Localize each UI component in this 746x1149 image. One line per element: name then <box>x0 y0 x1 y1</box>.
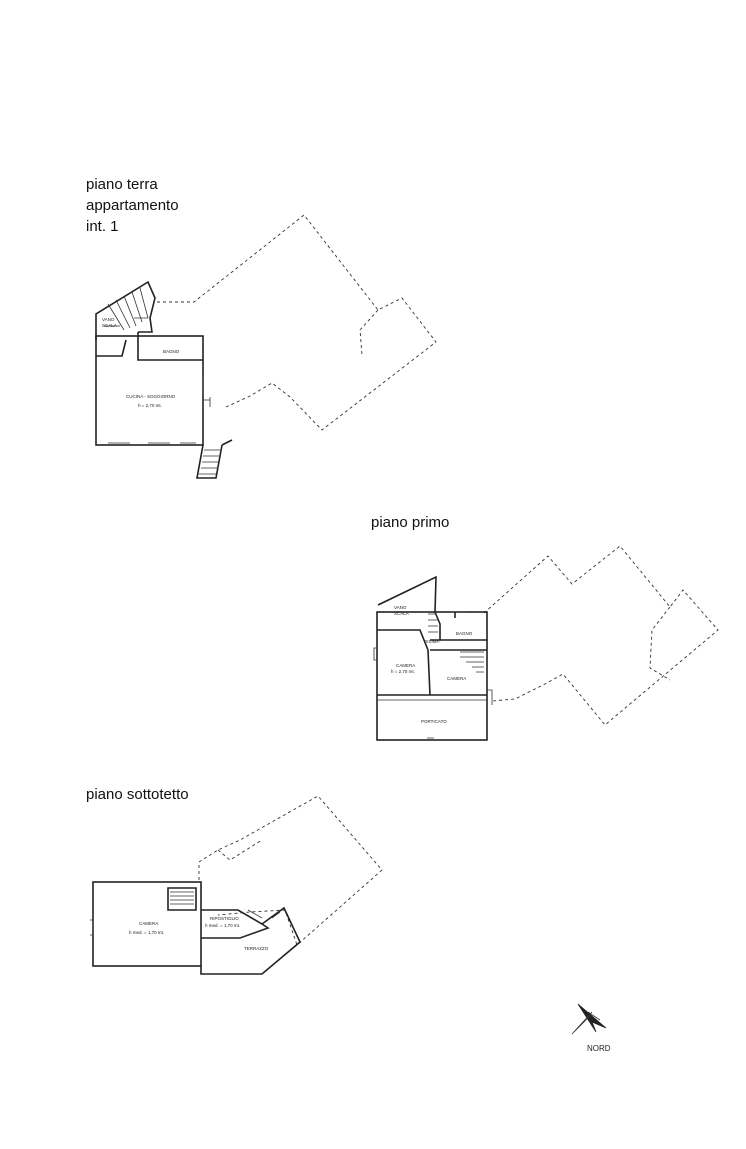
first-bedroom1-label: CAMERA <box>396 663 415 668</box>
first-internal-stair <box>460 651 484 673</box>
attic-closet-height: h med. = 1,70 mt. <box>205 923 240 928</box>
attic-closet-terrace <box>200 906 301 975</box>
ground-floor-title-line: int. 1 <box>86 218 119 235</box>
first-internal-walls <box>377 612 487 696</box>
ground-stair-tower <box>95 280 156 340</box>
attic-details <box>90 909 281 939</box>
first-disimp-label: DISIMP. <box>424 639 440 644</box>
attic-stair-steps <box>170 891 194 905</box>
first-porch-details <box>373 647 493 739</box>
ground-floor-title-line: piano terra <box>86 176 158 193</box>
first-bedroom1-height: h = 2,70 mt. <box>391 669 415 674</box>
ground-stair-label: VANO <box>102 317 115 322</box>
ground-bath-label: BAGNO <box>163 349 180 354</box>
ground-bath-wall <box>96 332 203 361</box>
first-floor-plan: VANO SCALA BAGNO DISIMP. CAMERA h = 2,70… <box>373 545 719 741</box>
attic-floor-plan: CAMERA h med. = 1,70 mt. RIPOSTIGLIO h m… <box>90 795 383 975</box>
attic-bedroom-label: CAMERA <box>139 921 158 926</box>
north-arrow-icon <box>577 1003 607 1033</box>
attic-stair-box <box>167 887 197 911</box>
attic-bedroom-height: h med. = 1,70 mt. <box>129 930 164 935</box>
first-bath-label: BAGNO <box>456 631 473 636</box>
first-bedroom2-label: CAMERA <box>447 676 466 681</box>
ground-neighbor-outline <box>157 214 437 431</box>
ground-floor-heading: piano terra appartamento int. 1 <box>86 174 179 237</box>
ground-apartment-walls <box>95 335 204 446</box>
first-floor-heading: piano primo <box>371 514 450 531</box>
ground-kitchen-label: CUCINA - SOGGIORNO <box>126 394 176 399</box>
attic-terrace-label: TERRAZZO <box>244 946 269 951</box>
first-stair-steps <box>428 613 438 633</box>
first-porch-label: PORTICATO <box>421 719 447 724</box>
first-stair-tower <box>377 575 441 641</box>
north-arrow-shaft <box>571 1011 601 1035</box>
ground-floor-plan: VANO SCALA BAGNO CUCINA - SOGGIORNO h = … <box>95 214 437 479</box>
ground-exterior-stair <box>196 439 233 479</box>
north-label: NORD <box>587 1044 611 1053</box>
first-neighbor-inner-line <box>649 606 671 681</box>
ground-stair-label: SCALA <box>102 323 117 328</box>
ground-stair-steps <box>104 287 149 331</box>
north-arrow: NORD <box>571 1003 611 1053</box>
first-stair-label: VANO <box>394 605 407 610</box>
ground-exterior-steps <box>199 449 220 475</box>
ground-windows <box>108 375 211 444</box>
first-floor-walls <box>376 611 488 741</box>
first-neighbor-outline <box>483 545 719 726</box>
attic-neighbor-inner-line <box>217 839 263 861</box>
ground-floor-title-line: appartamento <box>86 197 179 214</box>
ground-kitchen-height: h = 2,70 mt. <box>138 403 162 408</box>
first-stair-label: SCALA <box>394 611 409 616</box>
attic-floor-heading: piano sottotetto <box>86 786 189 803</box>
ground-neighbor-inner-line <box>359 309 379 356</box>
attic-closet-label: RIPOSTIGLIO <box>210 916 239 921</box>
